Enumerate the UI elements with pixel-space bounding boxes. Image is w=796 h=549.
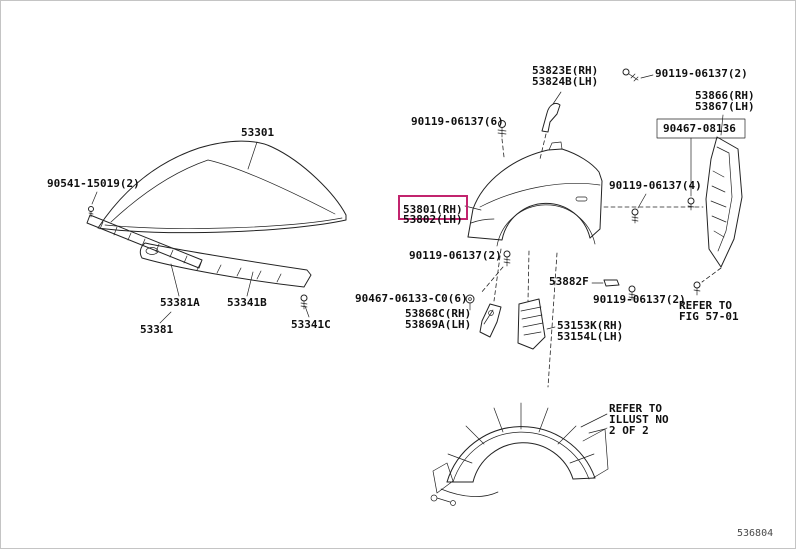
selected-part-highlight[interactable]: 53801(RH) [398, 195, 468, 220]
clip-icon [88, 206, 94, 218]
part-label-53341B[interactable]: 53341B [227, 296, 267, 309]
part-label-53866-53867[interactable]: 53866(RH) 53867(LH) [695, 90, 755, 112]
refer-illust-leaders [580, 413, 608, 442]
part-label-53868C-53869A[interactable]: 53868C(RH) 53869A(LH) [405, 308, 471, 330]
part-label-53341C[interactable]: 53341C [291, 318, 331, 331]
bolt-icon [693, 281, 701, 296]
hood-drawing [97, 140, 347, 234]
part-label-53866[interactable]: 53866(RH) [695, 89, 755, 102]
leader-lines-left [91, 141, 310, 324]
bracket-drawing [479, 303, 502, 338]
part-label-53824B[interactable]: 53824B(LH) [532, 75, 599, 88]
part-label-53882F[interactable]: 53882F [549, 275, 589, 288]
fender-drawing [467, 141, 704, 247]
bolt-icon [631, 193, 647, 224]
part-label-53381A[interactable]: 53381A [160, 296, 200, 309]
part-label-53868C[interactable]: 53868C(RH) [405, 307, 472, 320]
part-label-53867[interactable]: 53867(LH) [695, 100, 755, 113]
part-label-53801[interactable]: 53801(RH) [403, 203, 463, 216]
fender-leader [464, 205, 482, 211]
hood-seal-drawing [86, 214, 203, 269]
refer-to-illust-line1: REFER TO [609, 402, 662, 415]
refer-to-illust-line2: ILLUST NO [609, 413, 669, 426]
bolt-icon [503, 250, 511, 267]
part-label-53823E[interactable]: 53823E(RH) [532, 64, 599, 77]
part-label-53301[interactable]: 53301 [241, 126, 275, 139]
bolt-icon [497, 120, 507, 158]
apron-panel-drawing [701, 114, 743, 283]
part-label-53153K[interactable]: 53153K(RH) [557, 319, 624, 332]
part-label-53153K-53154L[interactable]: 53153K(RH) 53154L(LH) [557, 320, 623, 342]
part-label-53823E-53824B[interactable]: 53823E(RH) 53824B(LH) [532, 65, 598, 87]
refer-to-illust-note: REFER TO ILLUST NO 2 OF 2 [609, 403, 669, 436]
shield-drawing [517, 298, 556, 350]
retainer-drawing [656, 118, 746, 211]
bolt-icon [628, 285, 636, 301]
bolt-icon [300, 294, 308, 310]
part-label-90541-15019[interactable]: 90541-15019(2) [47, 177, 140, 190]
part-label-53869A[interactable]: 53869A(LH) [405, 318, 472, 331]
cowl-bracket-drawing [539, 91, 562, 160]
part-label-90119-06137-2-mid[interactable]: 90119-06137(2) [409, 249, 502, 262]
part-label-90119-06137-2-top[interactable]: 90119-06137(2) [655, 67, 748, 80]
grommet-icon [465, 294, 475, 311]
refer-to-fig-line2: FIG 57-01 [679, 310, 739, 323]
refer-to-fig-note: REFER TO FIG 57-01 [679, 300, 739, 322]
fender-liner-drawing [430, 402, 609, 506]
refer-to-fig-line1: REFER TO [679, 299, 732, 312]
catalog-code: 536804 [737, 528, 774, 539]
clip-icon [591, 279, 620, 287]
part-label-53154L[interactable]: 53154L(LH) [557, 330, 624, 343]
part-label-53381[interactable]: 53381 [140, 323, 174, 336]
part-label-90119-06137-4[interactable]: 90119-06137(4) [609, 179, 702, 192]
part-label-90467-08136[interactable]: 90467-08136 [663, 122, 736, 135]
part-label-90119-06137-2-low[interactable]: 90119-06137(2) [593, 293, 686, 306]
hood-brace-drawing [139, 242, 312, 288]
bolt-icon [622, 68, 654, 82]
refer-to-illust-line3: 2 OF 2 [609, 424, 649, 437]
part-label-53802[interactable]: 53802(LH) [403, 213, 463, 226]
part-label-90119-06137-6[interactable]: 90119-06137(6) [411, 115, 504, 128]
dashed-connectors [480, 248, 558, 388]
part-label-90467-06133-C0[interactable]: 90467-06133-C0(6) [355, 292, 468, 305]
